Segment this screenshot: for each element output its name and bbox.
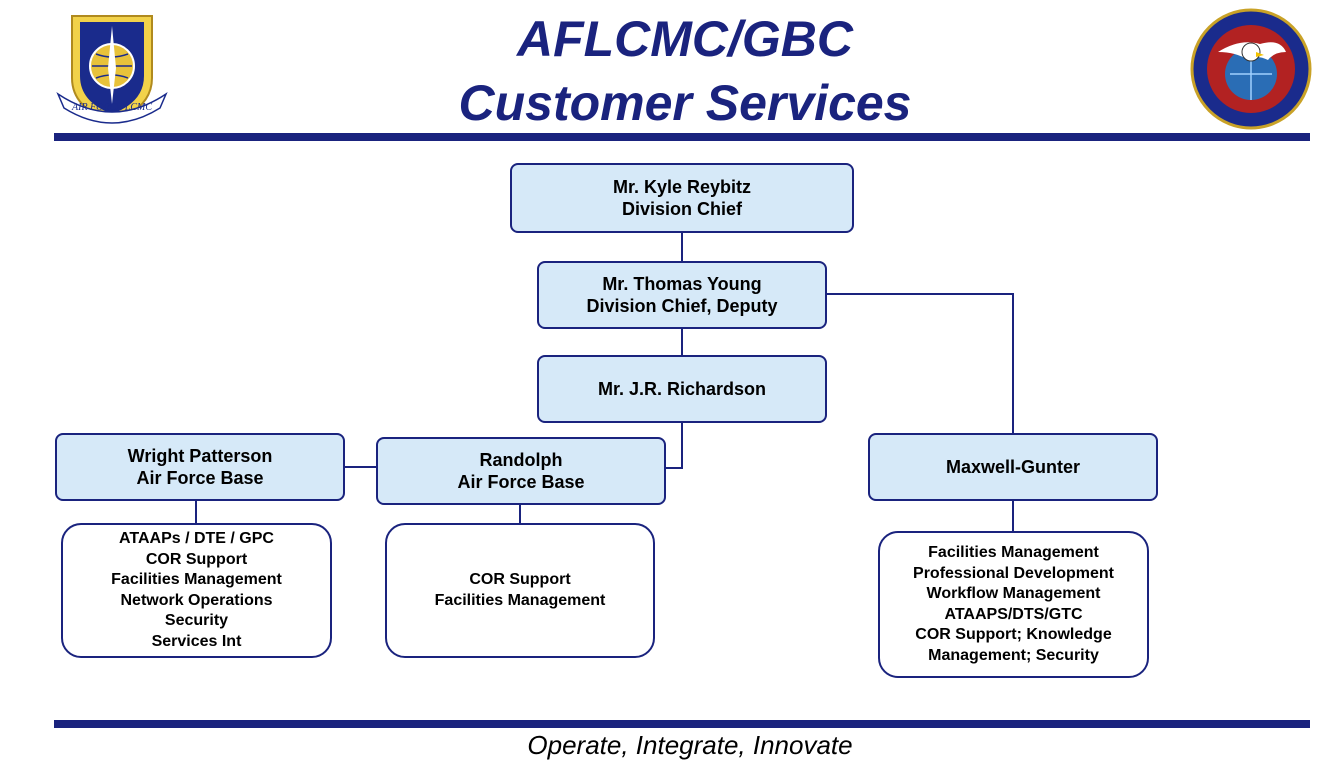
list-item: Facilities Management <box>928 544 1099 561</box>
logo-caption: AIR FORCE LCMC <box>72 102 152 113</box>
richardson-box: Mr. J.R. Richardson <box>537 355 827 423</box>
wright-patterson-services: ATAAPs / DTE / GPC COR Support Facilitie… <box>61 523 332 658</box>
chief-name: Mr. Kyle Reybitz <box>612 177 752 197</box>
chief-title: Division Chief <box>621 199 742 219</box>
page-subtitle: Customer Services <box>458 75 912 131</box>
wright-patterson-line1: Wright Patterson <box>127 446 273 466</box>
page-title: AFLCMC/GBC <box>516 11 854 67</box>
wright-patterson-box: Wright Patterson Air Force Base <box>55 433 345 501</box>
list-item: Network Operations <box>120 591 273 609</box>
list-item: ATAAPs / DTE / GPC <box>119 530 274 547</box>
maxwell-services: Facilities Management Professional Devel… <box>878 531 1149 678</box>
maxwell-line1: Maxwell-Gunter <box>945 457 1081 477</box>
connector-wp-randolph <box>344 466 377 468</box>
air-force-lcmc-logo: AIR FORCE LCMC <box>52 8 172 128</box>
list-item: Security <box>164 612 229 629</box>
list-item: COR Support <box>145 550 248 568</box>
list-item: ATAAPS/DTS/GTC <box>944 605 1083 623</box>
bottom-divider <box>54 720 1310 728</box>
top-divider <box>54 133 1310 141</box>
footer-tagline: Operate, Integrate, Innovate <box>527 730 853 760</box>
deputy-box: Mr. Thomas Young Division Chief, Deputy <box>537 261 827 329</box>
randolph-line2: Air Force Base <box>457 472 585 492</box>
list-item: Professional Development <box>913 564 1114 582</box>
connector-chief-deputy <box>681 232 683 262</box>
list-item: Management; Security <box>928 646 1099 664</box>
chief-box: Mr. Kyle Reybitz Division Chief <box>510 163 854 233</box>
connector-richardson-randolph-v <box>681 422 683 469</box>
deputy-title: Division Chief, Deputy <box>586 296 778 316</box>
list-item: COR Support; Knowledge <box>915 626 1112 643</box>
deputy-name: Mr. Thomas Young <box>602 274 762 294</box>
connector-deputy-maxwell-v <box>1012 293 1014 434</box>
list-item: Facilities Management <box>111 571 282 588</box>
business-enterprise-systems-seal-icon <box>1190 8 1312 130</box>
connector-deputy-richardson <box>681 328 683 356</box>
randolph-line1: Randolph <box>479 450 563 470</box>
maxwell-box: Maxwell-Gunter <box>868 433 1158 501</box>
connector-randolph-services <box>519 504 521 524</box>
randolph-box: Randolph Air Force Base <box>376 437 666 505</box>
randolph-services: COR Support Facilities Management <box>385 523 655 658</box>
list-item: Workflow Management <box>926 585 1101 602</box>
connector-wp-services <box>195 500 197 524</box>
list-item: COR Support <box>469 571 571 588</box>
connector-richardson-randolph-h <box>664 467 683 469</box>
wright-patterson-line2: Air Force Base <box>136 468 264 488</box>
richardson-name: Mr. J.R. Richardson <box>597 379 767 399</box>
list-item: Facilities Management <box>434 591 606 609</box>
connector-deputy-maxwell-h <box>826 293 1014 295</box>
connector-maxwell-services <box>1012 500 1014 532</box>
list-item: Services Int <box>151 632 242 650</box>
